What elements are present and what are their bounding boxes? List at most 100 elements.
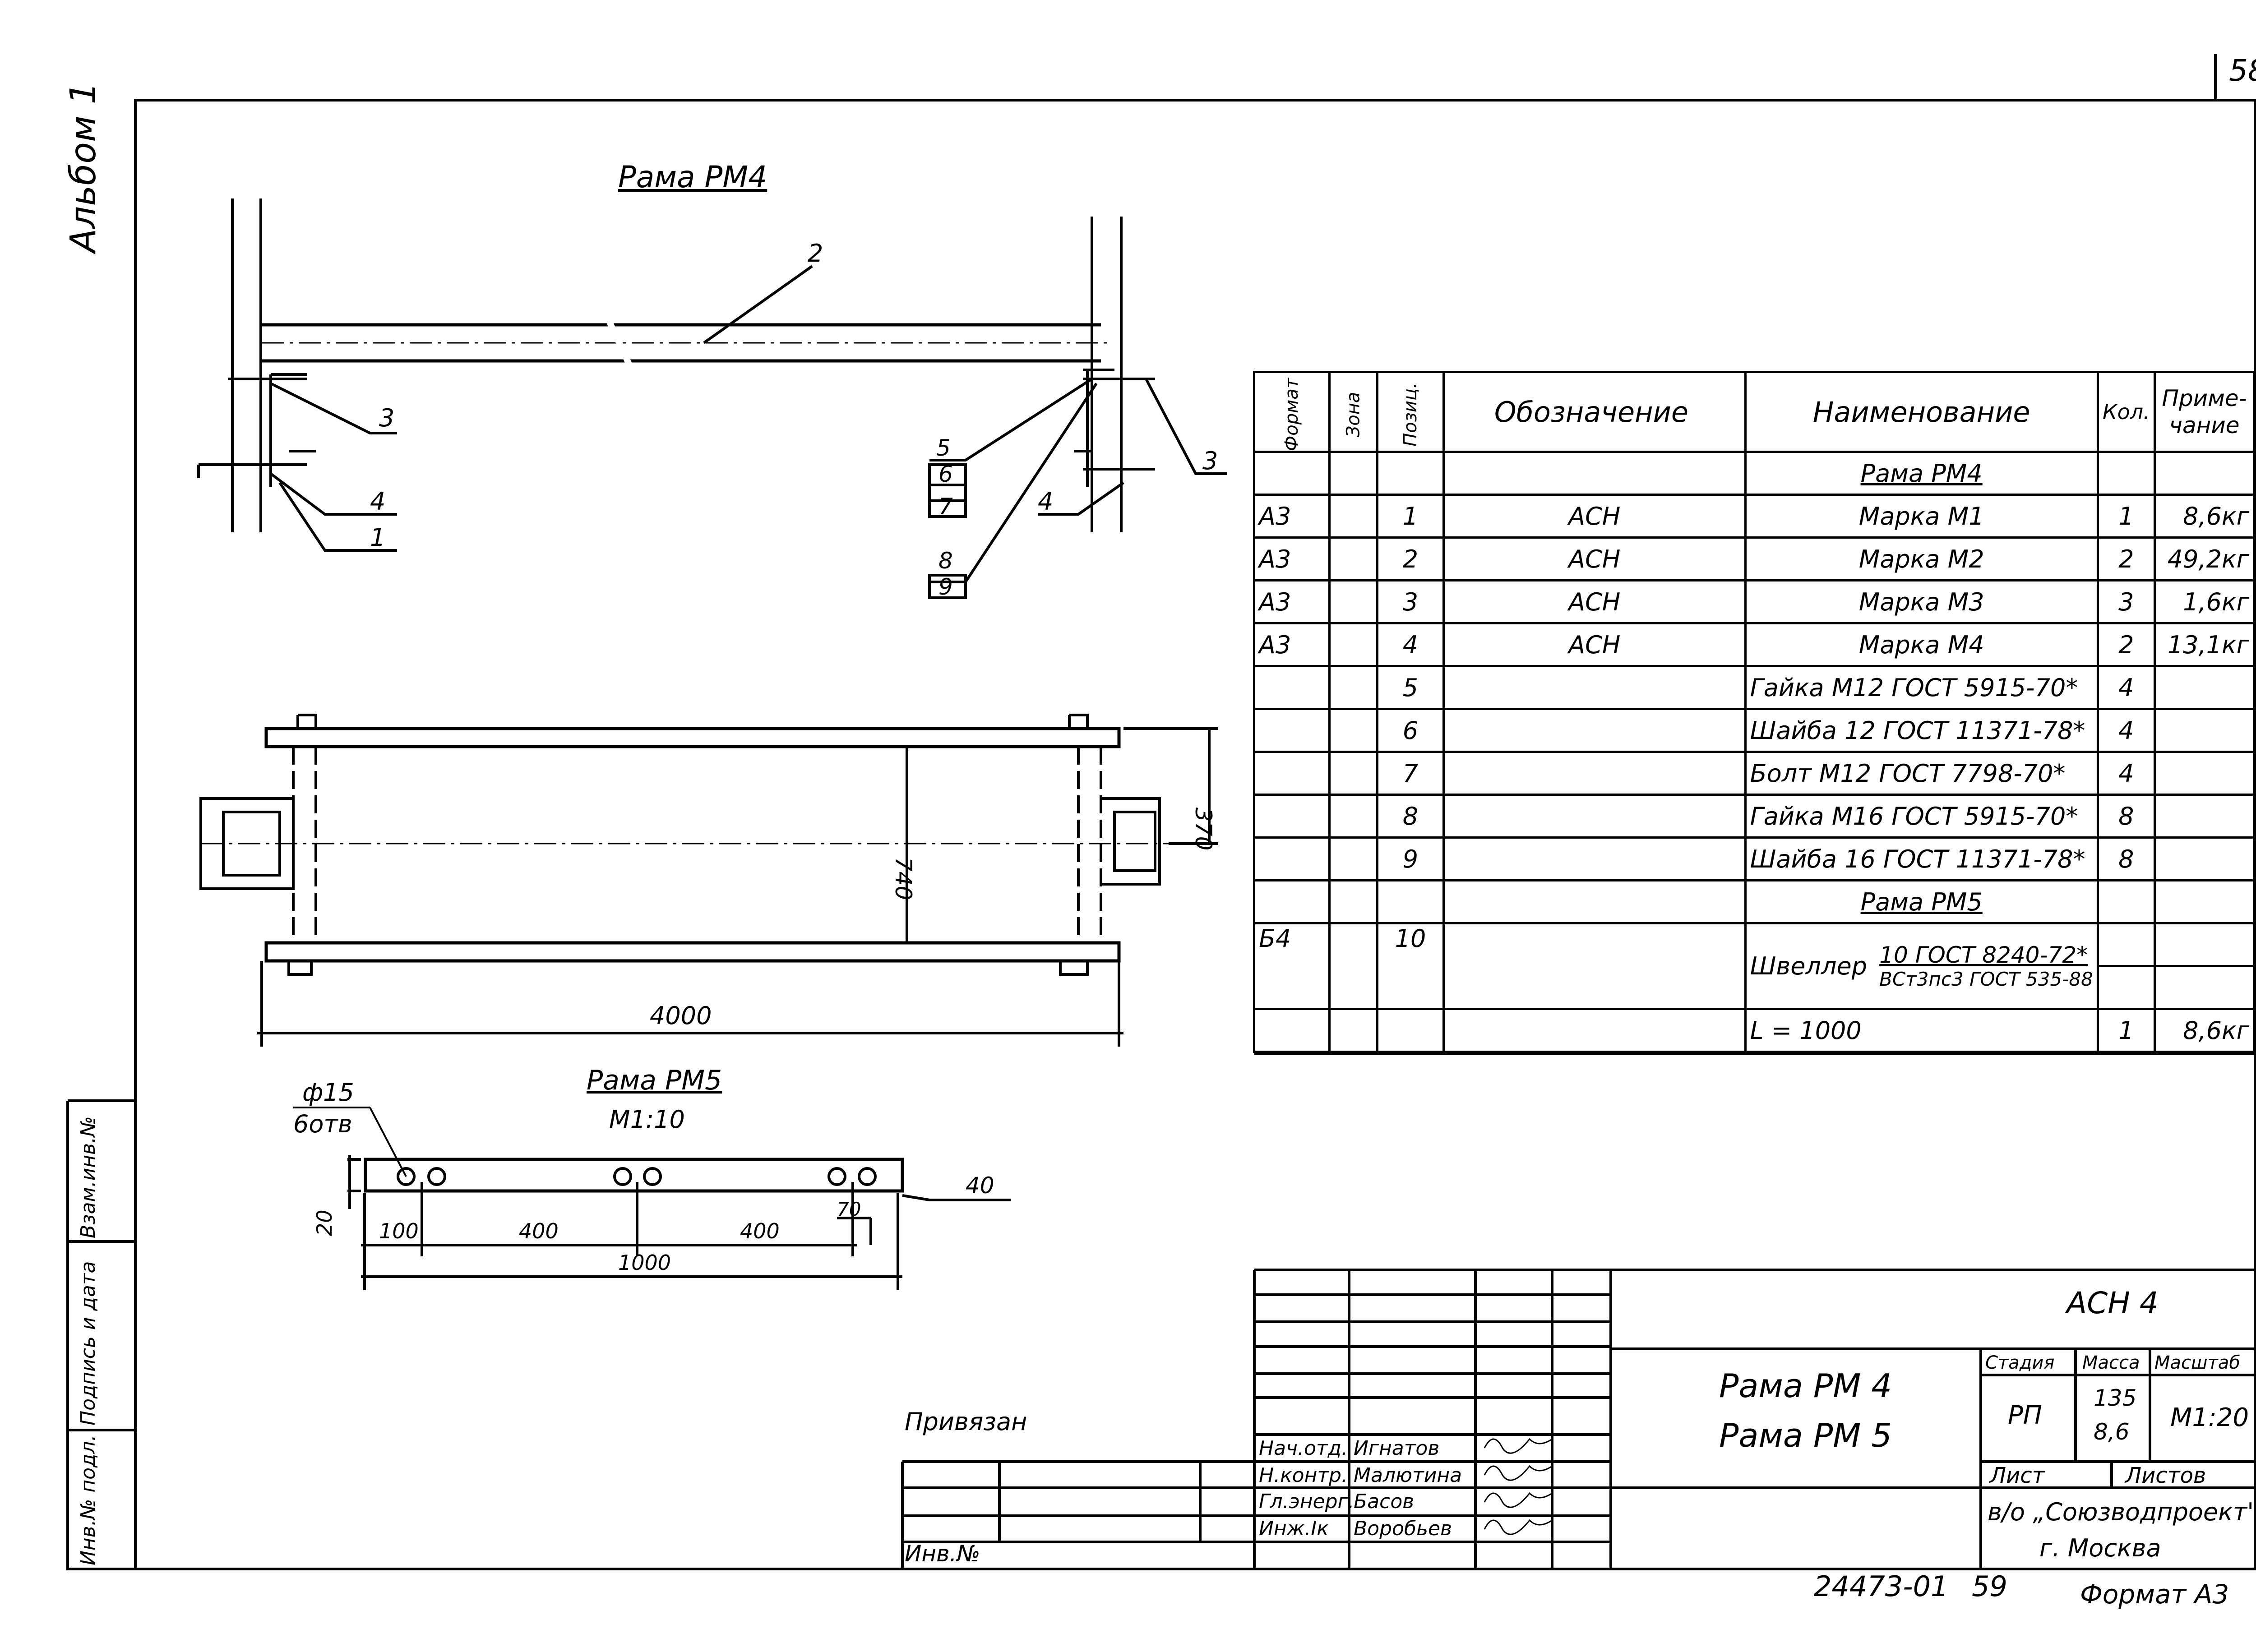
cell-qty: 3 <box>2096 579 2156 624</box>
dim-370: 370 <box>1190 808 1216 850</box>
side-label-podpis: Подпись и дата <box>77 1261 100 1426</box>
callout-1: 1 <box>370 523 385 552</box>
dim-20: 20 <box>312 1209 337 1236</box>
cell-qty <box>2096 451 2156 496</box>
cell-zone <box>1328 536 1379 581</box>
hole-count: 6отв <box>293 1110 352 1138</box>
name-3: Басов <box>1354 1490 1415 1513</box>
cell-zone <box>1328 879 1379 924</box>
cell-designation: АСН <box>1442 536 1747 581</box>
cell-format <box>1253 751 1331 796</box>
cell-note <box>2154 665 2255 710</box>
mass-label: Масса <box>2082 1352 2140 1373</box>
specification-table: Формат Зона Позиц. Обозначение Наименова… <box>1253 371 2255 1053</box>
cell-designation: АСН <box>1442 494 1747 539</box>
name-4: Воробьев <box>1354 1517 1452 1540</box>
callout-2: 2 <box>808 239 823 268</box>
header-designation: Обозначение <box>1442 371 1747 453</box>
cell-note: 8,6кг <box>2154 494 2255 539</box>
callout-3-right: 3 <box>1202 447 1218 475</box>
cell-format <box>1253 794 1331 839</box>
cell-name: Гайка М16 ГОСТ 5915-70* <box>1744 794 2099 839</box>
cell-designation <box>1442 665 1747 710</box>
cell-note <box>2154 922 2255 967</box>
hole-diameter: ф15 <box>302 1078 354 1107</box>
footer-sheet: 59 <box>1972 1570 2007 1603</box>
drawing-code: АСН 4 <box>2066 1286 2159 1320</box>
table-row: Рама РМ4 <box>1253 451 2255 496</box>
cell-format <box>1253 879 1331 924</box>
cell-qty: 8 <box>2096 836 2156 881</box>
mass-value-2: 8,6 <box>2094 1419 2130 1445</box>
sheets-label: Листов <box>2125 1463 2206 1488</box>
cell-format <box>1253 1008 1331 1053</box>
cell-name: Шайба 16 ГОСТ 11371-78* <box>1744 836 2099 881</box>
cell-zone <box>1328 665 1379 710</box>
title-name-2: Рама РМ 5 <box>1719 1417 1892 1454</box>
cell-qty: 4 <box>2096 665 2156 710</box>
cell-designation <box>1442 708 1747 753</box>
cell-zone <box>1328 494 1379 539</box>
cell-qty <box>2096 965 2156 1010</box>
cell-designation <box>1442 879 1747 924</box>
cell-pos: 2 <box>1376 536 1445 581</box>
dim-740: 740 <box>890 857 916 900</box>
cell-format: А3 <box>1253 494 1331 539</box>
table-row-length: L = 1000 1 8,6кг <box>1253 1008 2255 1053</box>
role-2: Н.контр. <box>1259 1464 1348 1487</box>
cell-format <box>1253 665 1331 710</box>
rm4-title: Рама РМ4 <box>618 160 767 194</box>
side-label-vzam: Взам.инв.№ <box>77 1116 100 1238</box>
cell-note <box>2154 794 2255 839</box>
cell-qty: 2 <box>2096 536 2156 581</box>
header-name: Наименование <box>1744 371 2099 453</box>
role-4: Инж.Iк <box>1259 1517 1329 1540</box>
table-row: 9 Шайба 16 ГОСТ 11371-78*8 <box>1253 836 2255 881</box>
cell-qty <box>2096 879 2156 924</box>
dim-100: 100 <box>379 1219 419 1243</box>
header-qty: Кол. <box>2096 371 2156 453</box>
name-1: Игнатов <box>1354 1437 1440 1460</box>
city: г. Москва <box>2039 1534 2161 1562</box>
cell-note <box>2154 451 2255 496</box>
cell-zone <box>1328 1008 1379 1053</box>
dim-400-a: 400 <box>519 1219 559 1243</box>
table-row-shveller: Б4 10 Швеллер 10 ГОСТ 8240-72* ВСт3пс3 Г… <box>1253 922 2255 1010</box>
inv-no-label: Инв.№ <box>905 1541 980 1567</box>
table-row-blank <box>1254 965 2255 1010</box>
role-3: Гл.энерг. <box>1259 1490 1355 1513</box>
callout-8: 8 <box>938 548 953 574</box>
cell-designation: АСН <box>1442 579 1747 624</box>
cell-format <box>1253 708 1331 753</box>
header-note: Приме-чание <box>2154 371 2255 453</box>
callout-6: 6 <box>938 461 953 487</box>
cell-qty: 4 <box>2096 751 2156 796</box>
scale-value: М1:20 <box>2170 1403 2249 1432</box>
cell-designation <box>1442 922 1747 1010</box>
scale-label: Масштаб <box>2154 1352 2241 1373</box>
cell-name: L = 1000 <box>1744 1008 2099 1053</box>
rm5-title: Рама РМ5 <box>587 1065 722 1096</box>
album-label: Альбом 1 <box>63 82 104 253</box>
stage-value: РП <box>2008 1401 2042 1430</box>
dim-70: 70 <box>837 1198 861 1220</box>
cell-name: Швеллер 10 ГОСТ 8240-72* ВСт3пс3 ГОСТ 53… <box>1744 922 2099 1010</box>
cell-pos <box>1376 879 1445 924</box>
cell-name: Рама РМ4 <box>1744 451 2099 496</box>
cell-pos: 9 <box>1376 836 1445 881</box>
cell-name: Болт М12 ГОСТ 7798-70* <box>1744 751 2099 796</box>
callout-9: 9 <box>938 574 953 600</box>
cell-pos: 1 <box>1376 494 1445 539</box>
cell-name: Марка М4 <box>1744 622 2099 667</box>
cell-format: А3 <box>1253 622 1331 667</box>
header-format: Формат <box>1253 371 1331 453</box>
cell-zone <box>1328 622 1379 667</box>
callout-7: 7 <box>938 494 953 520</box>
organization: в/о „Союзводпроект" <box>1988 1498 2256 1526</box>
rm5-scale: М1:10 <box>609 1105 685 1134</box>
